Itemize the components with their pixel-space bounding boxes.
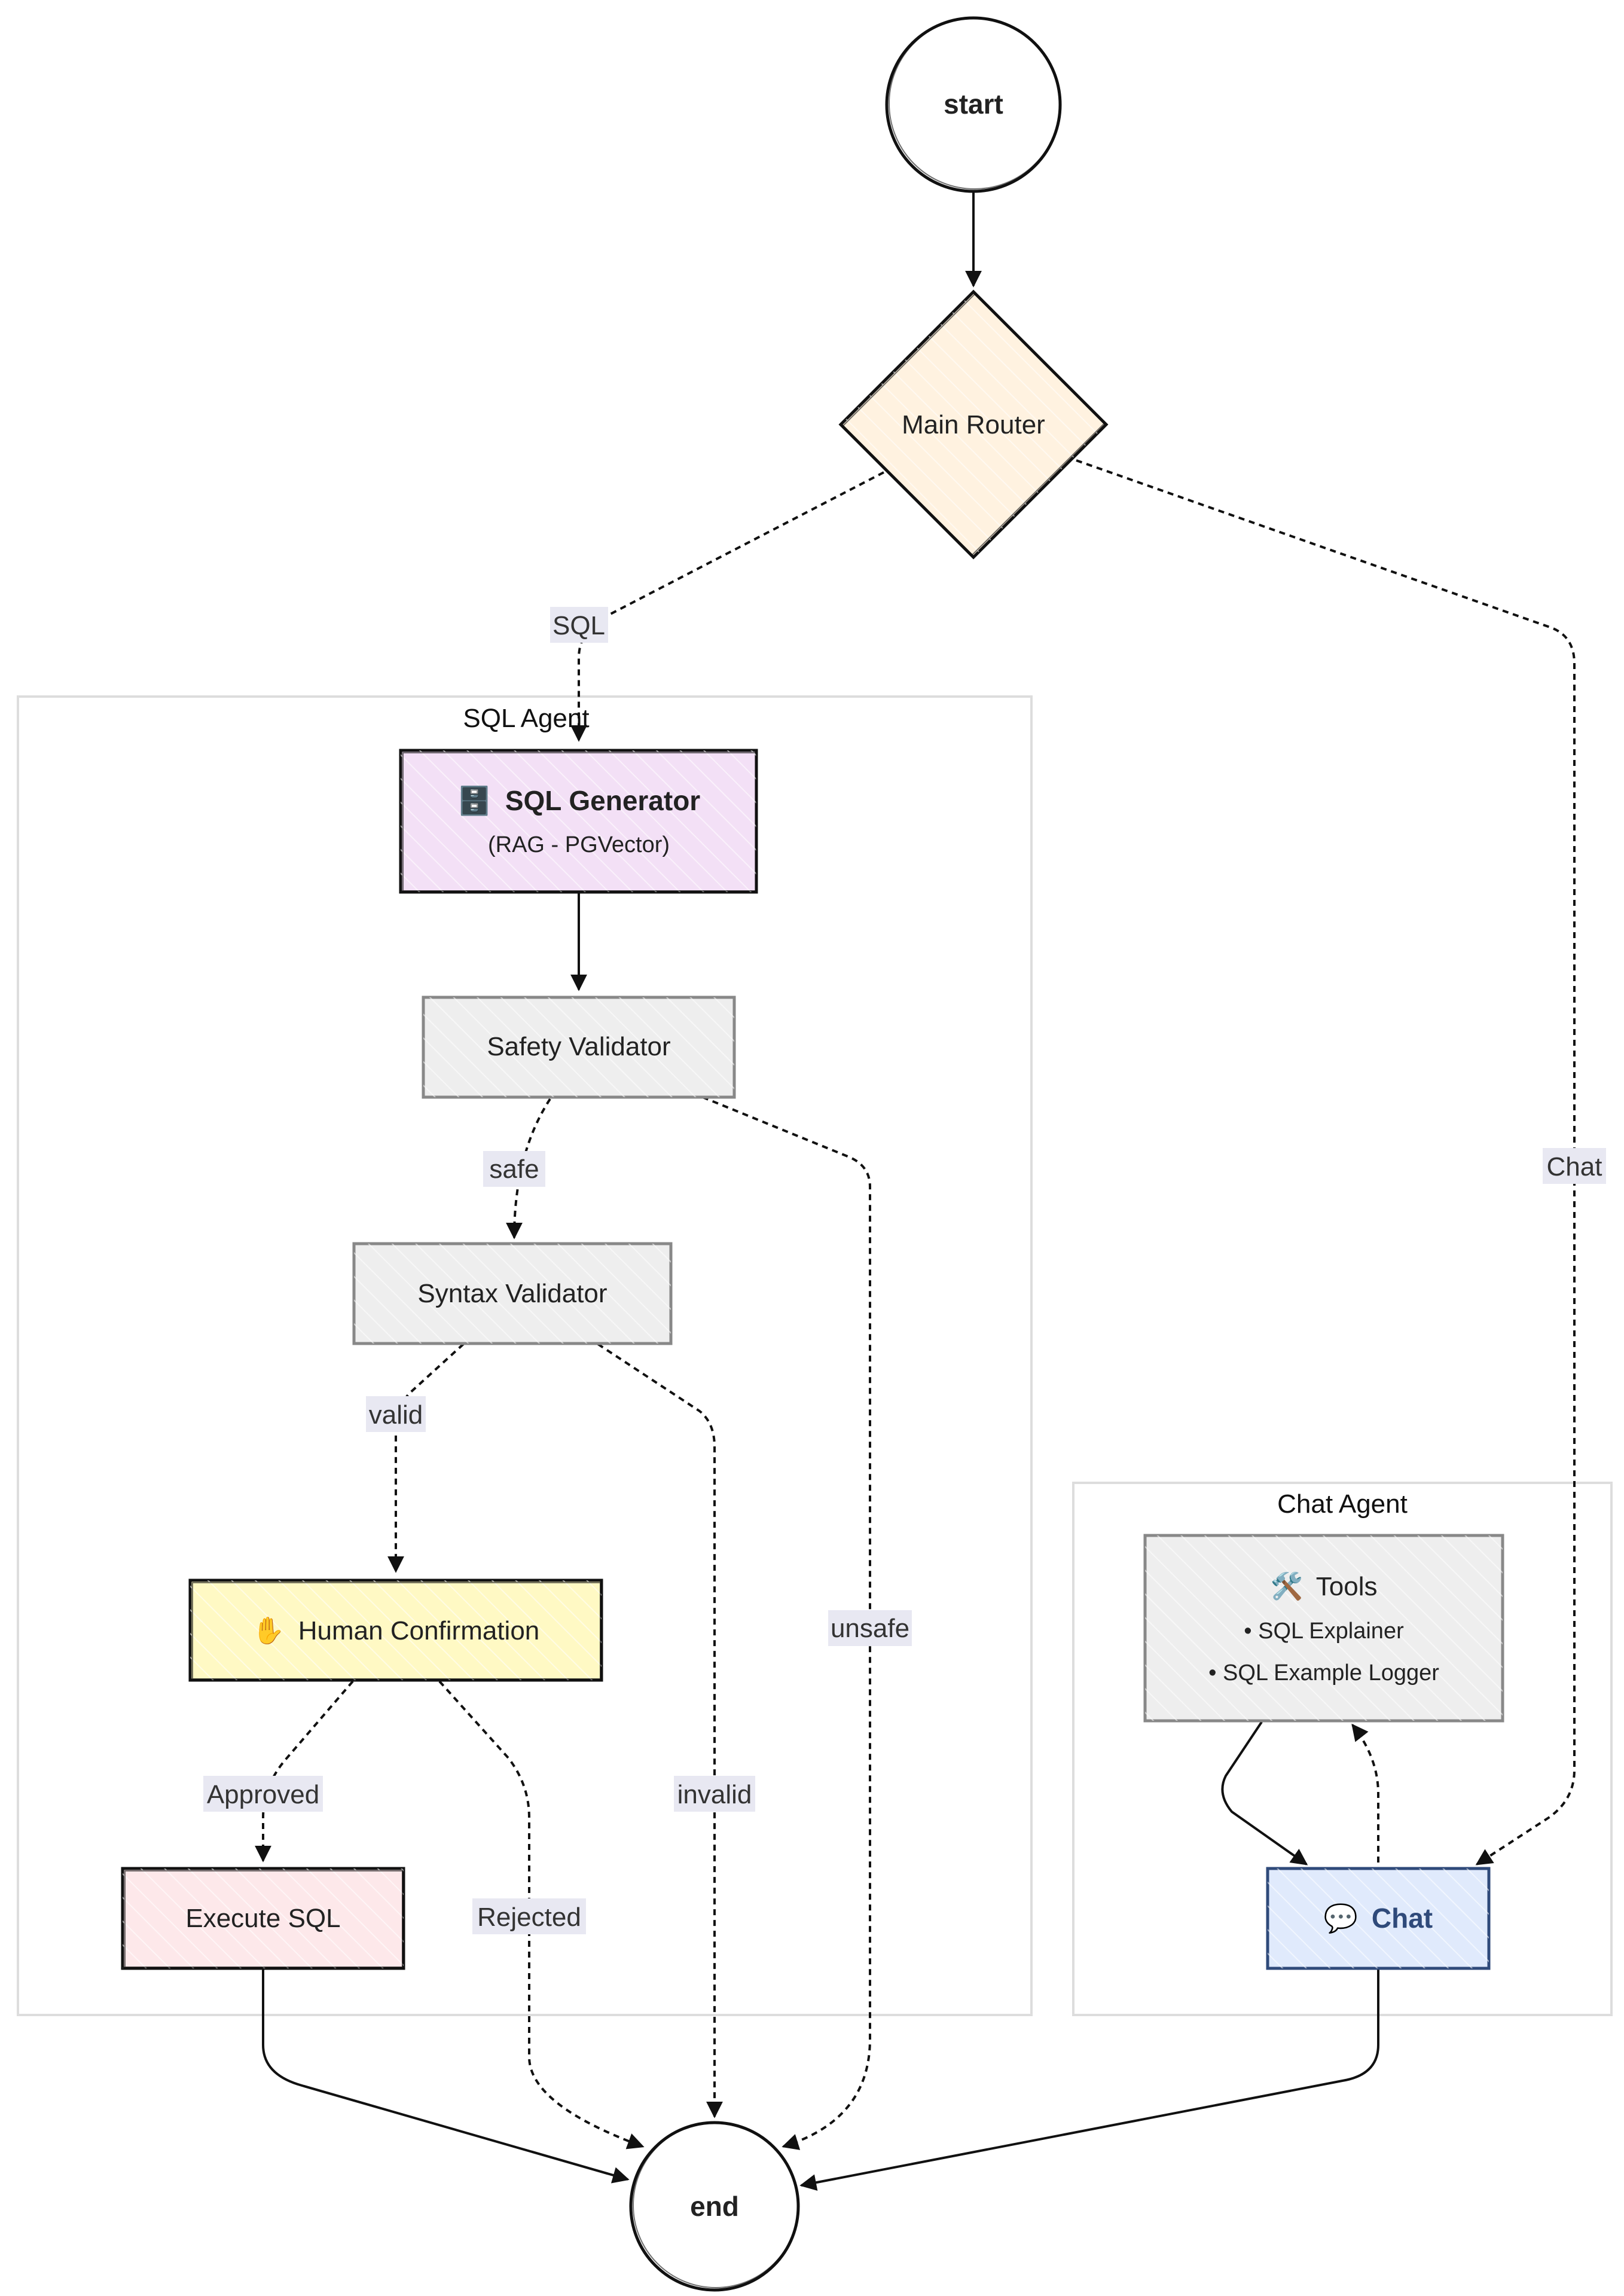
- edge-label-chat: Chat: [1543, 1148, 1606, 1184]
- sql-generator-title: 🗄️ SQL Generator: [457, 785, 701, 817]
- speech-bubble-icon: 💬: [1324, 1903, 1358, 1934]
- edge-label-approved: Approved: [203, 1776, 323, 1812]
- edge-label-unsafe: unsafe: [828, 1610, 912, 1646]
- tools-title: 🛠️ Tools: [1271, 1570, 1378, 1601]
- human-confirmation-label: ✋ Human Confirmation: [252, 1616, 540, 1645]
- chat-agent-cluster-title: Chat Agent: [1277, 1489, 1408, 1519]
- svg-text:Rejected: Rejected: [477, 1903, 581, 1932]
- execute-sql-label: Execute SQL: [185, 1904, 340, 1933]
- human-confirmation-node: ✋ Human Confirmation: [188, 1578, 603, 1682]
- chat-node: 💬 Chat: [1266, 1867, 1491, 1970]
- edge-tools-chat: [1221, 1721, 1308, 1866]
- tools-item-logger: • SQL Example Logger: [1208, 1660, 1439, 1686]
- tools-node: 🛠️ Tools • SQL Explainer • SQL Example L…: [1143, 1534, 1504, 1723]
- edge-syntax-end-invalid: [597, 1343, 723, 2118]
- svg-text:Chat: Chat: [1547, 1152, 1602, 1181]
- sql-generator-subtitle: (RAG - PGVector): [488, 832, 670, 857]
- syntax-validator-node: Syntax Validator: [352, 1242, 673, 1345]
- edge-label-invalid: invalid: [674, 1776, 755, 1812]
- edge-label-valid: valid: [366, 1396, 426, 1432]
- svg-text:valid: valid: [369, 1400, 423, 1430]
- edge-label-rejected: Rejected: [472, 1898, 586, 1934]
- end-label: end: [690, 2191, 739, 2222]
- edge-execute-end: [262, 1968, 630, 2184]
- raised-hand-icon: ✋: [252, 1616, 285, 1645]
- database-icon: 🗄️: [457, 785, 492, 817]
- start-node: start: [885, 16, 1062, 193]
- svg-text:Approved: Approved: [207, 1780, 319, 1809]
- sql-agent-cluster-title: SQL Agent: [463, 704, 589, 733]
- svg-text:invalid: invalid: [677, 1780, 752, 1809]
- end-node: end: [629, 2121, 800, 2292]
- tools-item-explainer: • SQL Explainer: [1244, 1619, 1404, 1644]
- svg-text:SQL: SQL: [552, 611, 605, 640]
- edge-confirmation-end-rejected: [438, 1680, 645, 2150]
- start-label: start: [944, 88, 1003, 120]
- main-router-label: Main Router: [902, 410, 1045, 439]
- svg-text:safe: safe: [489, 1155, 539, 1184]
- edge-chat-end: [799, 1968, 1379, 2191]
- edge-label-sql: SQL: [550, 607, 608, 643]
- chat-agent-cluster: [1072, 1482, 1613, 2016]
- execute-sql-node: Execute SQL: [121, 1867, 405, 1970]
- edge-safety-end-unsafe: [702, 1096, 871, 2150]
- edge-syntax-confirmation: [387, 1343, 465, 1573]
- sql-agent-cluster: [17, 695, 1033, 2016]
- syntax-validator-label: Syntax Validator: [417, 1279, 607, 1308]
- sql-generator-node: 🗄️ SQL Generator (RAG - PGVector): [399, 749, 758, 894]
- tools-icon: 🛠️: [1271, 1570, 1304, 1601]
- edge-label-safe: safe: [483, 1151, 545, 1187]
- edge-confirmation-execute: [255, 1680, 354, 1863]
- safety-validator-node: Safety Validator: [422, 996, 736, 1099]
- chat-label: 💬 Chat: [1324, 1903, 1433, 1934]
- main-router-node: Main Router: [838, 289, 1109, 560]
- edge-router-sql-generator: [570, 471, 884, 742]
- svg-text:unsafe: unsafe: [831, 1614, 909, 1643]
- safety-validator-label: Safety Validator: [487, 1032, 670, 1061]
- edge-chat-tools: [1351, 1723, 1379, 1863]
